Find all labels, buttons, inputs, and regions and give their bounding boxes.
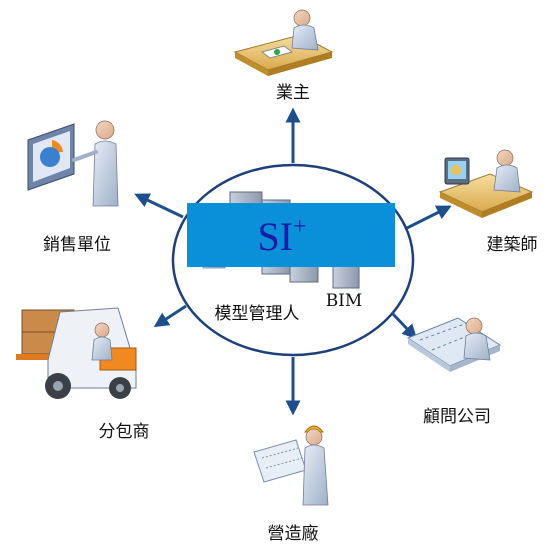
si-badge-main: SI <box>257 214 293 259</box>
arrows <box>134 107 452 416</box>
arrow-architect <box>406 205 452 230</box>
bim-label: BIM <box>326 291 363 311</box>
contractor-icon <box>253 425 329 506</box>
subcontractor-icon <box>16 307 137 399</box>
arrow-consultant <box>390 311 418 340</box>
si-badge-text: SI+ <box>257 214 306 259</box>
architect-icon <box>438 149 534 218</box>
model-manager-label: 模型管理人 <box>215 304 300 324</box>
subcontractor-label: 分包商 <box>99 422 150 442</box>
owner-icon <box>233 9 334 76</box>
si-badge <box>187 203 395 267</box>
sales-label: 銷售單位 <box>43 235 111 255</box>
sales-icon <box>27 120 119 207</box>
si-badge-sup: + <box>293 214 307 240</box>
arrow-sales <box>134 193 184 219</box>
owner-label: 業主 <box>276 83 310 103</box>
architect-label: 建築師 <box>487 235 538 255</box>
arrow-subcontractor <box>153 304 187 328</box>
consultant-label: 顧問公司 <box>423 407 491 427</box>
contractor-label: 營造廠 <box>268 523 319 544</box>
consultant-icon <box>406 317 502 372</box>
